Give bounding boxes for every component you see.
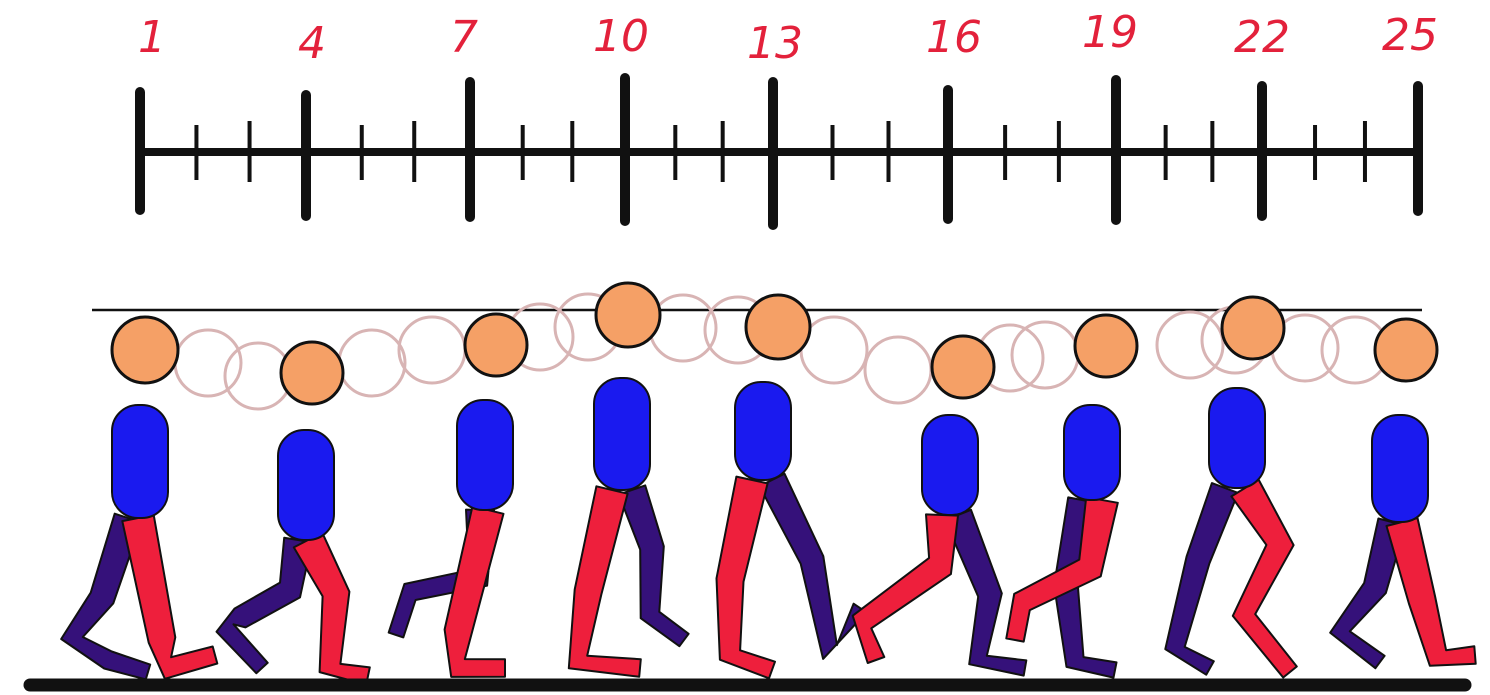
head bbox=[110, 315, 180, 385]
ghost-head-outline bbox=[1155, 310, 1225, 380]
frame-label: 19 bbox=[1082, 7, 1138, 58]
head bbox=[594, 281, 662, 349]
head bbox=[279, 340, 345, 406]
walking-figure-frame-22 bbox=[1164, 295, 1298, 679]
near-leg bbox=[567, 485, 642, 678]
walking-figure-frame-10 bbox=[567, 281, 690, 678]
frame-label: 13 bbox=[747, 18, 803, 69]
head bbox=[1373, 317, 1439, 383]
torso bbox=[1063, 404, 1121, 501]
torso bbox=[277, 429, 335, 541]
head bbox=[1073, 313, 1139, 379]
walking-figure-frame-25 bbox=[1329, 317, 1477, 670]
torso bbox=[1208, 387, 1266, 489]
frame-label: 7 bbox=[450, 12, 478, 63]
torso bbox=[921, 414, 979, 516]
frame-label: 1 bbox=[138, 12, 166, 63]
frame-label: 4 bbox=[298, 18, 326, 69]
ghost-head-outline bbox=[397, 315, 467, 385]
far-leg bbox=[758, 472, 868, 660]
near-leg bbox=[1230, 478, 1298, 679]
near-leg bbox=[715, 475, 776, 680]
near-leg bbox=[121, 513, 219, 680]
near-leg bbox=[1005, 496, 1119, 643]
walking-figure-frame-19 bbox=[1005, 313, 1139, 679]
ghost-head-outline bbox=[337, 328, 407, 398]
timeline-ruler bbox=[135, 73, 1423, 230]
head bbox=[930, 334, 996, 400]
walking-figure-frame-1 bbox=[60, 315, 219, 681]
walking-figure-frame-7 bbox=[387, 312, 529, 678]
far-leg bbox=[617, 484, 690, 648]
ghost-head-outline bbox=[173, 328, 243, 398]
ghost-head-outline bbox=[1010, 320, 1080, 390]
near-leg bbox=[443, 505, 506, 678]
head bbox=[1220, 295, 1286, 361]
frame-label: 10 bbox=[593, 11, 649, 62]
far-leg bbox=[1164, 482, 1240, 676]
walking-figures bbox=[60, 281, 1477, 686]
frame-label: 25 bbox=[1382, 10, 1438, 61]
torso bbox=[111, 404, 169, 519]
walking-figure-frame-16 bbox=[851, 334, 1028, 677]
head bbox=[744, 293, 812, 361]
torso bbox=[456, 399, 514, 511]
ghost-head-outline bbox=[863, 335, 933, 405]
walking-figure-frame-13 bbox=[715, 293, 868, 680]
near-leg bbox=[1385, 517, 1477, 667]
torso bbox=[1371, 414, 1429, 523]
near-leg bbox=[851, 513, 959, 664]
near-leg bbox=[292, 531, 371, 686]
frame-labels: 1 4 7 10 13 16 19 22 25 bbox=[138, 7, 1438, 69]
frame-label: 22 bbox=[1234, 12, 1290, 63]
torso bbox=[593, 377, 651, 491]
far-leg bbox=[60, 512, 152, 681]
head bbox=[463, 312, 529, 378]
frame-label: 16 bbox=[926, 12, 982, 63]
walking-figure-frame-4 bbox=[215, 340, 371, 686]
torso bbox=[734, 381, 792, 481]
far-leg bbox=[215, 536, 313, 675]
far-leg bbox=[944, 508, 1028, 677]
